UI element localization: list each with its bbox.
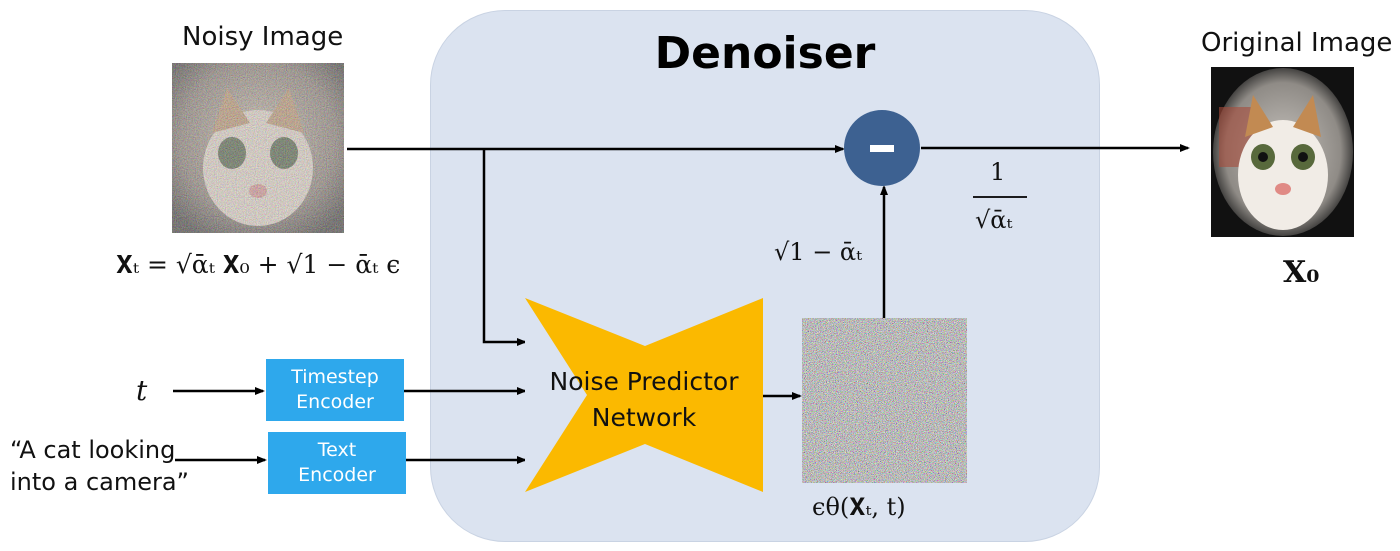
predicted-noise-image [802,318,967,483]
x0-label: 𝐗₀ [1283,255,1320,290]
noisy-to-predictor-arrow [482,149,527,346]
prompt-line1: “A cat looking [10,436,176,464]
timestep-encoder-line1: Timestep [291,366,379,388]
noise-predictor-label-line2: Network [591,403,697,432]
timestep-encoder: Timestep Encoder [266,359,404,421]
epsilon-label: ϵθ(𝐗ₜ, t) [812,493,906,521]
noise-predictor-label-line1: Noise Predictor [549,367,739,396]
timestep-encoder-line2: Encoder [296,391,374,413]
prompt-line2: into a camera” [10,468,189,496]
subtract-symbol [870,145,894,152]
noisy-image [172,63,344,233]
text-encoder-line1: Text [317,439,357,461]
noisy-image-equation: 𝐗ₜ = √ᾱₜ 𝐗₀ + √1 − ᾱₜ ϵ [116,250,401,279]
t-input-label: t [136,374,148,407]
text-encoder: Text Encoder [268,432,406,494]
noise-scale-label: √1 − ᾱₜ [774,238,863,266]
noise-predictor-network [525,298,763,492]
original-image-label: Original Image [1201,28,1393,58]
denoiser-title: Denoiser [654,28,876,79]
text-encoder-line2: Encoder [298,464,376,486]
noise-predictor-label: Noise Predictor Network [525,364,763,436]
prompt-text: “A cat looking into a camera” [10,434,189,498]
scale-denominator: √ᾱₜ [975,206,1013,234]
scale-numerator: 1 [990,158,1006,186]
noisy-image-label: Noisy Image [182,22,344,52]
original-image [1211,67,1354,237]
